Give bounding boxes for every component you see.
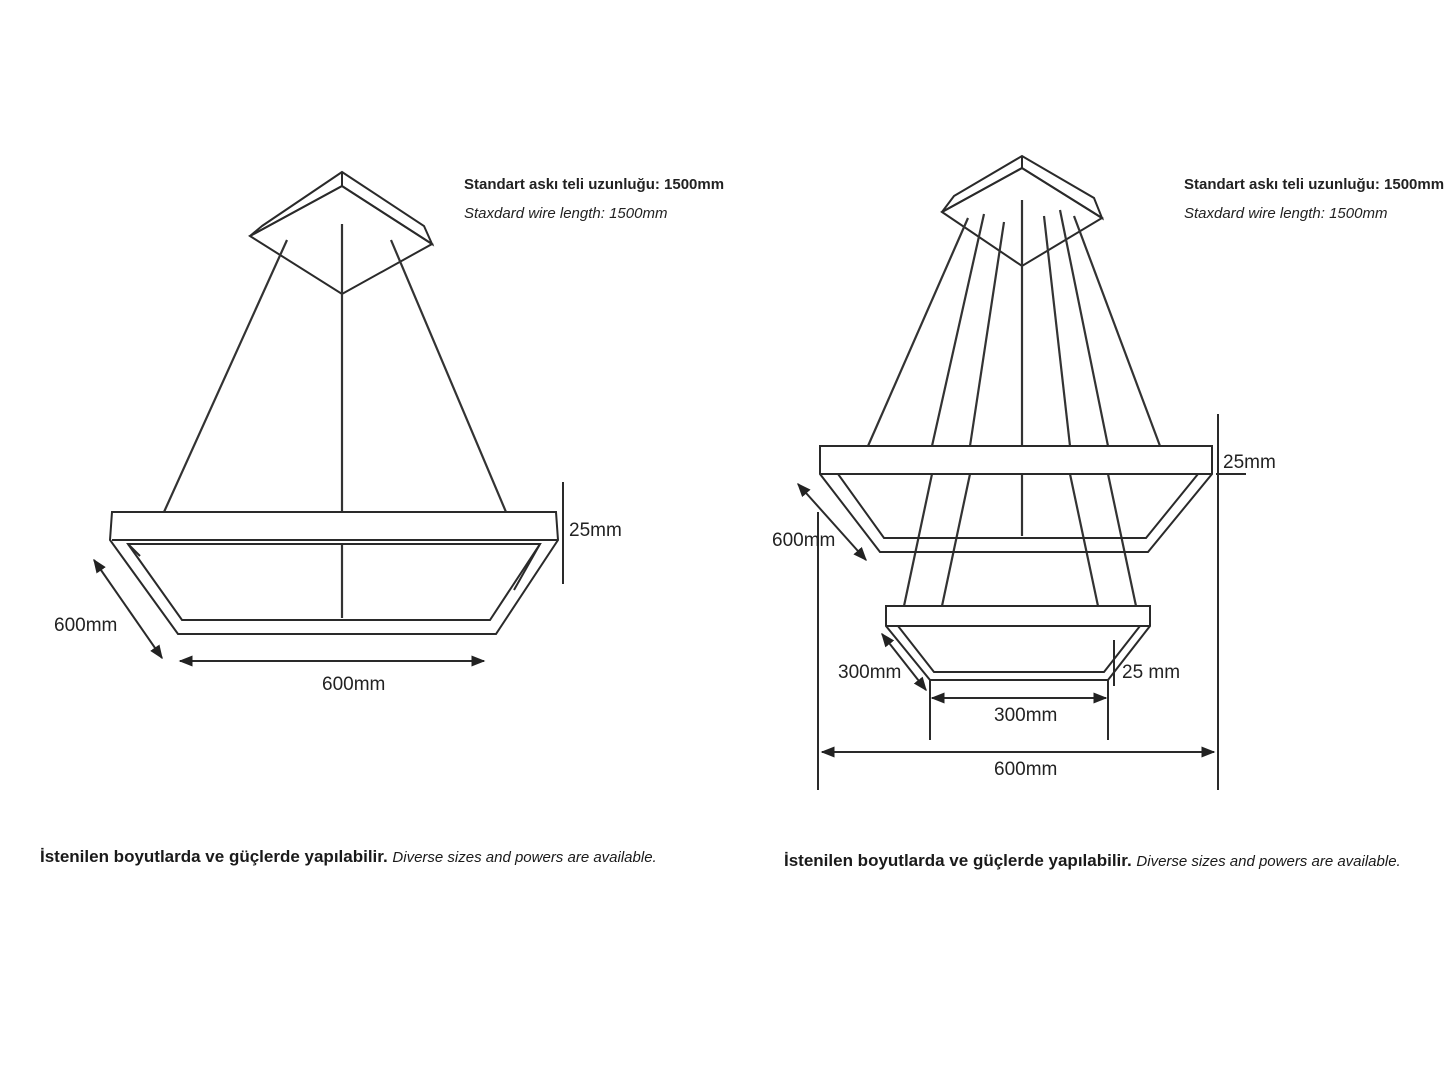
left-wires <box>162 224 508 618</box>
left-canopy <box>248 170 435 296</box>
right-lower-frame <box>885 605 1151 681</box>
right-lower-height-label: 25 mm <box>1122 662 1180 683</box>
right-canopy <box>940 154 1105 268</box>
left-caption-tr: İstenilen boyutlarda ve güçlerde yapılab… <box>40 847 388 866</box>
right-lower-width-label: 300mm <box>994 705 1057 726</box>
left-depth-label: 600mm <box>54 615 117 636</box>
left-width-label: 600mm <box>322 674 385 695</box>
left-pendant-drawing: 25mm 600mm 600mm Standart askı teli uzun… <box>54 170 724 695</box>
right-dimensions <box>797 414 1246 790</box>
left-wire-note-tr: Standart askı teli uzunluğu: 1500mm <box>464 176 724 193</box>
left-caption-en: Diverse sizes and powers are available. <box>392 849 657 866</box>
left-caption: İstenilen boyutlarda ve güçlerde yapılab… <box>40 847 657 867</box>
left-height-label: 25mm <box>569 520 622 541</box>
right-upper-height-label: 25mm <box>1223 452 1276 473</box>
right-pendant-drawing: 25mm 600mm 300mm 25 mm 300mm 600mm Stand… <box>772 154 1444 790</box>
right-caption-en: Diverse sizes and powers are available. <box>1136 853 1401 870</box>
right-upper-depth-label: 600mm <box>772 530 835 551</box>
left-dimensions <box>93 482 564 667</box>
left-wire-note-en: Staxdard wire length: 1500mm <box>464 205 667 222</box>
right-wire-note-tr: Standart askı teli uzunluğu: 1500mm <box>1184 176 1444 193</box>
right-wires <box>866 200 1162 607</box>
left-frame <box>108 511 560 635</box>
right-upper-frame <box>819 445 1213 553</box>
right-caption: İstenilen boyutlarda ve güçlerde yapılab… <box>784 851 1401 871</box>
right-wire-note-en: Staxdard wire length: 1500mm <box>1184 205 1387 222</box>
right-overall-width-label: 600mm <box>994 759 1057 780</box>
right-caption-tr: İstenilen boyutlarda ve güçlerde yapılab… <box>784 851 1132 870</box>
right-lower-depth-label: 300mm <box>838 662 901 683</box>
